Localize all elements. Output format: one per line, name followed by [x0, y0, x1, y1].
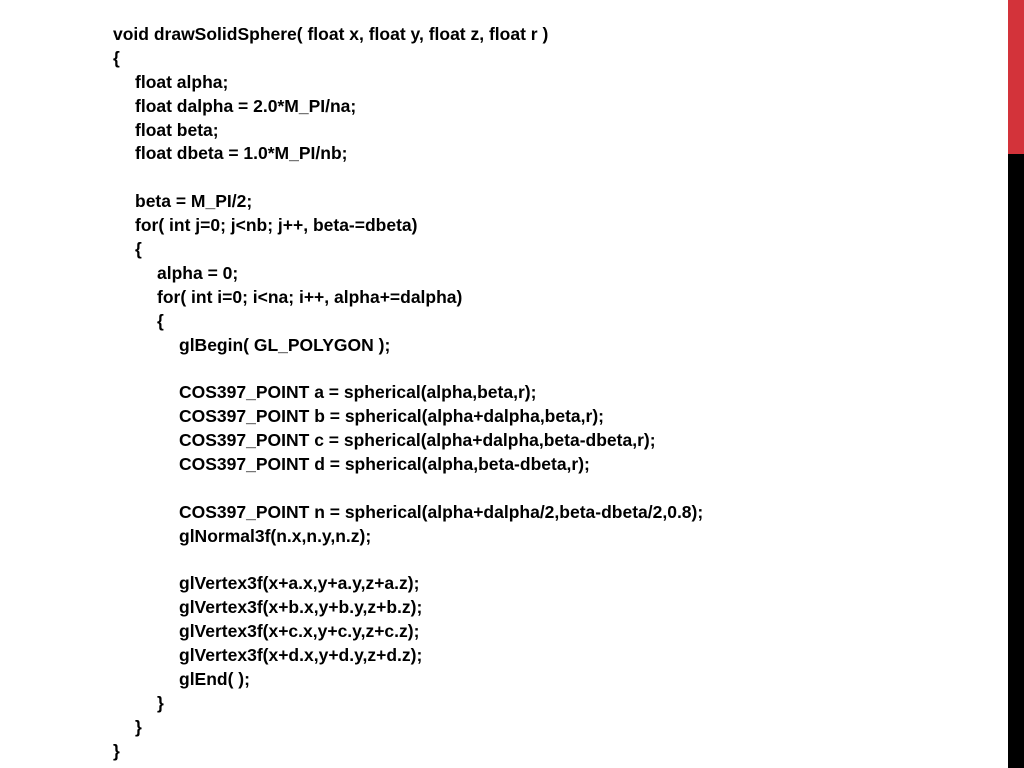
code-line: float alpha;	[135, 71, 229, 92]
code-line: }	[135, 716, 142, 737]
code-line: glNormal3f(n.x,n.y,n.z);	[179, 525, 372, 546]
code-line: float beta;	[135, 119, 219, 140]
code-line: float dalpha = 2.0*M_PI/na;	[135, 95, 357, 116]
code-line: COS397_POINT b = spherical(alpha+dalpha,…	[179, 406, 604, 427]
code-line: glVertex3f(x+a.x,y+a.y,z+a.z);	[179, 573, 420, 594]
code-line: float dbeta = 1.0*M_PI/nb;	[135, 143, 348, 164]
code-line: glVertex3f(x+b.x,y+b.y,z+b.z);	[179, 597, 423, 618]
code-line: glVertex3f(x+d.x,y+d.y,z+d.z);	[179, 645, 423, 666]
code-line: COS397_POINT n = spherical(alpha+dalpha/…	[179, 501, 704, 522]
code-line: {	[113, 47, 120, 68]
code-line: for( int i=0; i<na; i++, alpha+=dalpha)	[157, 286, 463, 307]
code-line: beta = M_PI/2;	[135, 191, 253, 212]
code-line: COS397_POINT d = spherical(alpha,beta-db…	[179, 454, 590, 475]
code-line: glEnd( );	[179, 669, 250, 690]
accent-bar-red	[1008, 0, 1024, 154]
blank-line	[113, 549, 703, 573]
code-line: {	[157, 310, 164, 331]
code-line: }	[157, 692, 164, 713]
code-line: for( int j=0; j<nb; j++, beta-=dbeta)	[135, 215, 418, 236]
code-block: void drawSolidSphere( float x, float y, …	[113, 23, 703, 764]
code-line: COS397_POINT c = spherical(alpha+dalpha,…	[179, 430, 656, 451]
code-line: }	[113, 740, 120, 761]
code-line: {	[135, 239, 142, 260]
blank-line	[113, 357, 703, 381]
blank-line	[113, 166, 703, 190]
code-line: glBegin( GL_POLYGON );	[179, 334, 391, 355]
blank-line	[113, 477, 703, 501]
code-line: void drawSolidSphere( float x, float y, …	[113, 24, 549, 44]
code-line: alpha = 0;	[157, 262, 239, 283]
code-line: glVertex3f(x+c.x,y+c.y,z+c.z);	[179, 621, 420, 642]
code-line: COS397_POINT a = spherical(alpha,beta,r)…	[179, 382, 537, 403]
accent-bar-black	[1008, 154, 1024, 768]
